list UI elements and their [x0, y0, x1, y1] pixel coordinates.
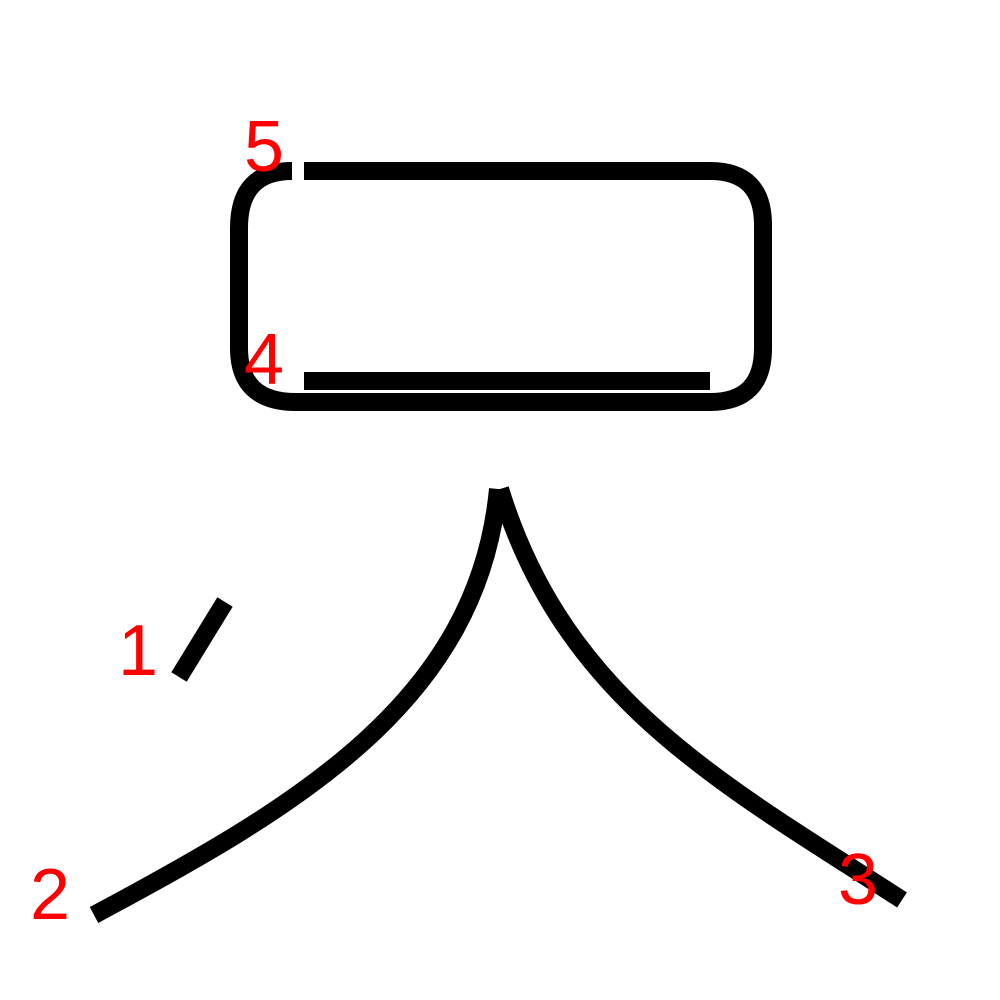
- stroke-2-path: [89, 488, 507, 923]
- stroke-5-label: 5: [244, 107, 284, 187]
- stroke-3-path: [491, 486, 907, 908]
- stroke-2-label: 2: [30, 855, 70, 935]
- stroke-5-path: [230, 162, 772, 411]
- stroke-1-label: 1: [118, 611, 158, 691]
- stroke-3-label: 3: [838, 840, 878, 920]
- stroke-1-path: [171, 597, 233, 682]
- stroke-4-label: 4: [244, 320, 284, 400]
